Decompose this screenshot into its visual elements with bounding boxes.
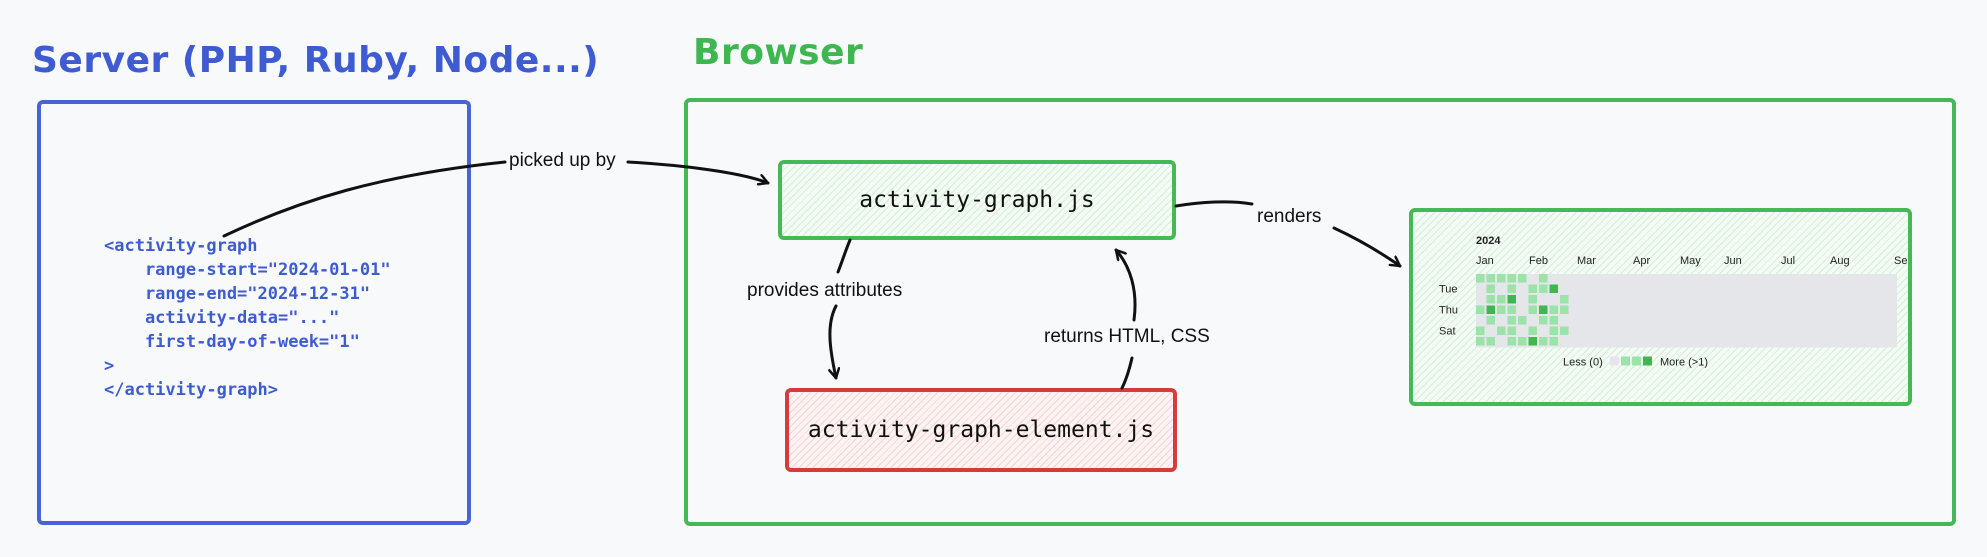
month-label: Se [1894,255,1907,267]
activity-cell [1476,337,1485,346]
activity-cell [1518,337,1527,346]
activity-cell [1507,337,1516,346]
weekday-label: Sat [1439,326,1456,338]
legend-swatch [1610,356,1619,366]
activity-cell [1549,316,1558,325]
activity-cell [1539,337,1548,346]
legend-swatch [1632,356,1641,366]
year-label: 2024 [1476,235,1501,247]
activity-cell [1560,305,1569,314]
weekday-label: Tue [1439,284,1458,296]
activity-cell [1539,316,1548,325]
activity-cell [1528,305,1537,314]
activity-cell [1476,326,1485,335]
activity-cell [1549,305,1558,314]
activity-cell [1560,326,1569,335]
activity-graph-js-node: activity-graph.js [778,160,1176,240]
renders-label: renders [1257,206,1322,227]
activity-cell [1528,326,1537,335]
activity-cell [1486,274,1495,283]
legend-more-label: More (>1) [1660,357,1708,369]
code-line: <activity-graph [104,236,258,256]
activity-cell [1486,316,1495,325]
activity-cell [1486,284,1495,293]
activity-cell [1476,274,1485,283]
activity-cell [1549,326,1558,335]
month-label: Feb [1529,255,1548,267]
activity-cell [1528,337,1537,346]
provides-attributes-label: provides attributes [747,280,903,301]
legend-swatch [1621,356,1630,366]
code-line: > [104,356,115,376]
activity-cell [1486,337,1495,346]
month-label: Jan [1476,255,1494,267]
activity-cell [1518,274,1527,283]
code-line: first-day-of-week="1" [104,332,360,352]
code-line: range-start="2024-01-01" [104,260,391,280]
activity-cell [1539,284,1548,293]
month-label: Jul [1781,255,1795,267]
activity-cell [1528,295,1537,304]
activity-cell [1507,274,1516,283]
month-label: Aug [1830,255,1850,267]
activity-cell [1518,316,1527,325]
activity-cell [1507,326,1516,335]
activity-graph-element-js-label: activity-graph-element.js [807,417,1155,443]
activity-cell [1497,326,1506,335]
activity-cell [1549,284,1558,293]
weekday-label: Thu [1439,305,1458,317]
activity-cell [1549,337,1558,346]
activity-cell [1497,305,1506,314]
month-label: May [1680,255,1701,267]
code-line: range-end="2024-12-31" [104,284,371,304]
month-label: Mar [1577,255,1596,267]
activity-graph-js-label: activity-graph.js [859,187,1095,213]
activity-cell [1528,284,1537,293]
activity-graph-markup: <activity-graph range-start="2024-01-01"… [104,234,391,402]
month-label: Jun [1724,255,1742,267]
activity-cell [1507,295,1516,304]
activity-cell [1507,305,1516,314]
browser-title: Browser [693,32,864,73]
activity-cell [1507,316,1516,325]
activity-cell [1497,295,1506,304]
legend-swatch [1643,356,1652,366]
activity-cell [1539,305,1548,314]
returns-html-css-label: returns HTML, CSS [1044,326,1210,347]
code-line: </activity-graph> [104,380,278,400]
code-line: activity-data="..." [104,308,340,328]
activity-cell [1476,305,1485,314]
legend-less-label: Less (0) [1563,357,1603,369]
activity-graph-element-js-node: activity-graph-element.js [785,388,1177,472]
server-title: Server (PHP, Ruby, Node...) [32,40,600,81]
activity-cell [1486,305,1495,314]
activity-cell [1560,295,1569,304]
activity-cell [1539,274,1548,283]
activity-cell [1497,274,1506,283]
month-label: Apr [1633,255,1650,267]
picked-up-by-label: picked up by [509,150,616,171]
activity-cell [1486,295,1495,304]
activity-cell [1507,284,1516,293]
